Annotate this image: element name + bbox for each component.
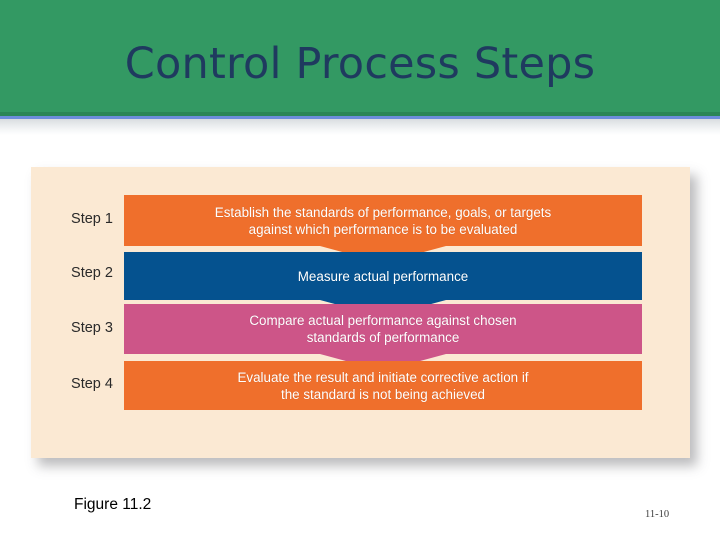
step-description: Establish the standards of performance, … bbox=[214, 204, 552, 237]
step-label: Step 1 bbox=[71, 211, 113, 227]
page-title: Control Process Steps bbox=[124, 39, 596, 89]
figure-container: Step 1 Establish the standards of perform… bbox=[31, 167, 690, 458]
step-chevron-bar: Measure actual performance bbox=[124, 252, 642, 317]
process-steps-list: Step 1 Establish the standards of perform… bbox=[31, 167, 690, 458]
banner-drop-shadow bbox=[0, 119, 720, 135]
process-step-row: Step 4 Evaluate the result and initiate c… bbox=[31, 361, 690, 410]
banner-bottom-edge bbox=[0, 112, 720, 116]
slide-number: 11-10 bbox=[645, 509, 670, 520]
step-description: Evaluate the result and initiate correct… bbox=[237, 369, 529, 402]
step-chevron-bar: Establish the standards of performance, … bbox=[124, 195, 642, 263]
step-label: Step 4 bbox=[71, 376, 113, 392]
step-label: Step 2 bbox=[71, 265, 113, 281]
process-step-row: Step 1 Establish the standards of perform… bbox=[31, 195, 690, 263]
figure-caption: Figure 11.2 bbox=[74, 496, 152, 513]
process-step-row: Step 3 Compare actual performance against… bbox=[31, 304, 690, 371]
title-banner: Control Process Steps bbox=[0, 0, 720, 116]
step-description: Compare actual performance against chose… bbox=[249, 313, 517, 345]
step-label: Step 3 bbox=[71, 320, 113, 336]
step-description: Measure actual performance bbox=[297, 268, 469, 284]
process-step-row: Step 2 Measure actual performance bbox=[31, 252, 690, 317]
banner-accent-rule bbox=[0, 116, 720, 119]
step-chevron-bar: Compare actual performance against chose… bbox=[124, 304, 642, 371]
step-chevron-bar: Evaluate the result and initiate correct… bbox=[124, 361, 642, 410]
